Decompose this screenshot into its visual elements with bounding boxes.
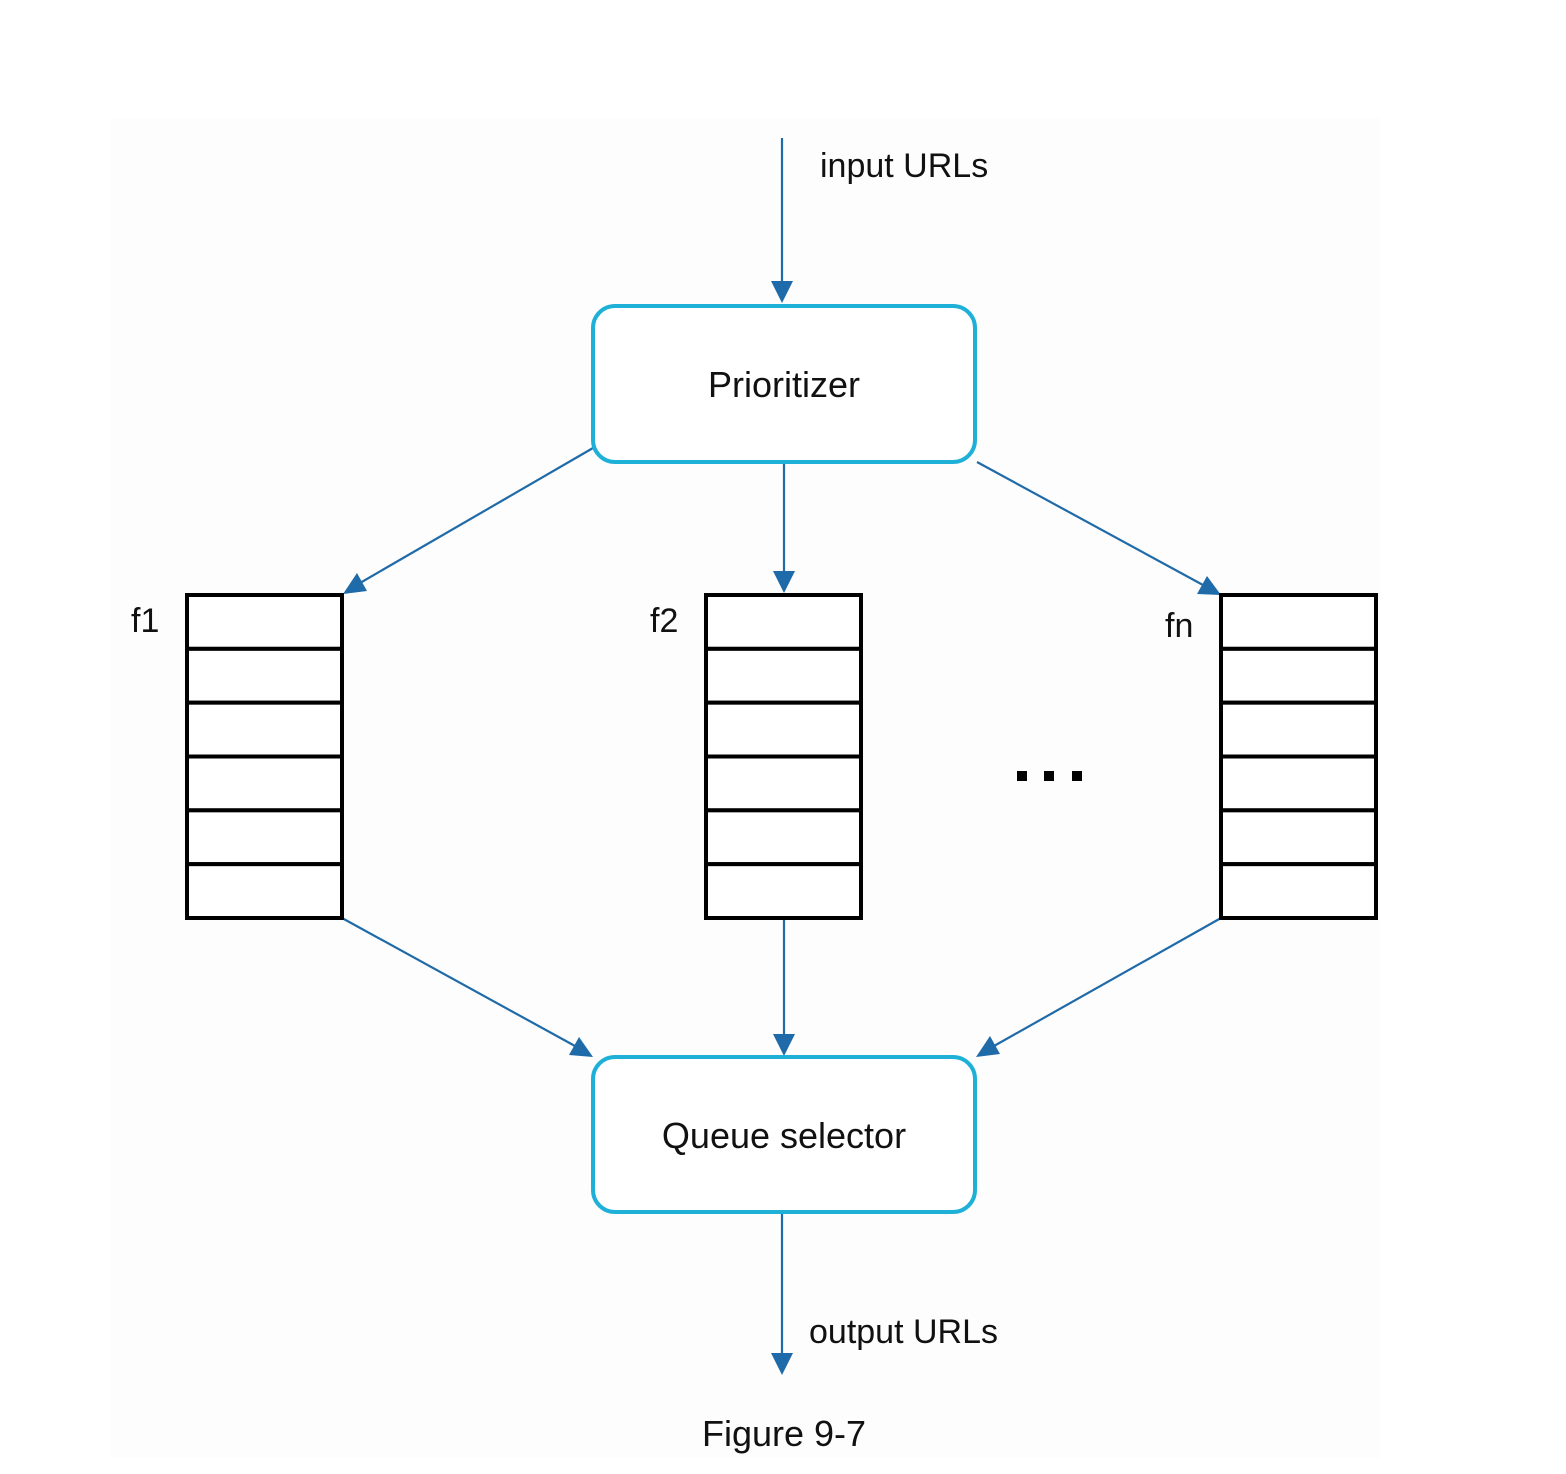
arrowhead-f1-to-queue-selector (569, 1037, 593, 1057)
edge-prioritizer-to-fn (976, 461, 1204, 586)
queue-cell (704, 593, 863, 651)
queue-cell (704, 646, 863, 705)
queue-selector-label: Queue selector (662, 1115, 906, 1156)
arrowhead-prioritizer-to-f2 (773, 571, 795, 593)
queue-cell (1219, 808, 1378, 867)
queue-f2: f2 (650, 593, 863, 921)
queue-cell (185, 593, 344, 651)
queue-cell (704, 808, 863, 867)
arrowhead-f2-to-queue-selector (773, 1034, 795, 1056)
arrowhead-queue-selector-to-output (771, 1353, 793, 1375)
queue-selector-box (591, 1055, 977, 1214)
queue-cell (1219, 754, 1378, 813)
queue-label: fn (1165, 607, 1193, 645)
ellipsis-dot (1044, 771, 1054, 781)
queue-cell (185, 808, 344, 867)
queue-f1: f1 (131, 593, 344, 921)
ellipsis-more-queues (1017, 771, 1082, 781)
queue-cell (704, 862, 863, 921)
queue-cell (185, 754, 344, 813)
arrowhead-input-to-prioritizer (771, 281, 793, 303)
edge-fn-to-queue-selector (993, 917, 1222, 1047)
ellipsis-dot (1017, 771, 1027, 781)
queue-cell (1219, 862, 1378, 921)
prioritizer-box (591, 304, 977, 464)
queue-cell (1219, 646, 1378, 705)
prioritizer-node: Prioritizer (591, 304, 977, 464)
arrowhead-prioritizer-to-f1 (343, 573, 367, 594)
queue-cell (185, 700, 344, 759)
queue-cell (1219, 593, 1378, 651)
figure-caption: Figure 9-7 (702, 1413, 866, 1454)
ellipsis-dot (1072, 771, 1082, 781)
output-urls-label: output URLs (809, 1313, 998, 1351)
arrowhead-fn-to-queue-selector (976, 1036, 1000, 1057)
edge-f1-to-queue-selector (341, 917, 576, 1047)
queue-cells (704, 593, 863, 921)
queue-fn: fn (1165, 593, 1378, 921)
queue-cell (704, 754, 863, 813)
queue-selector-node: Queue selector (591, 1055, 977, 1214)
prioritizer-label: Prioritizer (708, 364, 860, 405)
queue-cell (185, 646, 344, 705)
queue-cell (185, 862, 344, 921)
edges (341, 138, 1222, 1375)
input-urls-label: input URLs (820, 147, 988, 185)
edge-prioritizer-to-f1 (359, 447, 594, 584)
queue-label: f1 (131, 602, 159, 640)
queue-cells (185, 593, 344, 921)
queue-cells (1219, 593, 1378, 921)
queue-label: f2 (650, 602, 678, 640)
arrowhead-prioritizer-to-fn (1197, 576, 1221, 595)
queue-cell (1219, 700, 1378, 759)
queue-cell (704, 700, 863, 759)
